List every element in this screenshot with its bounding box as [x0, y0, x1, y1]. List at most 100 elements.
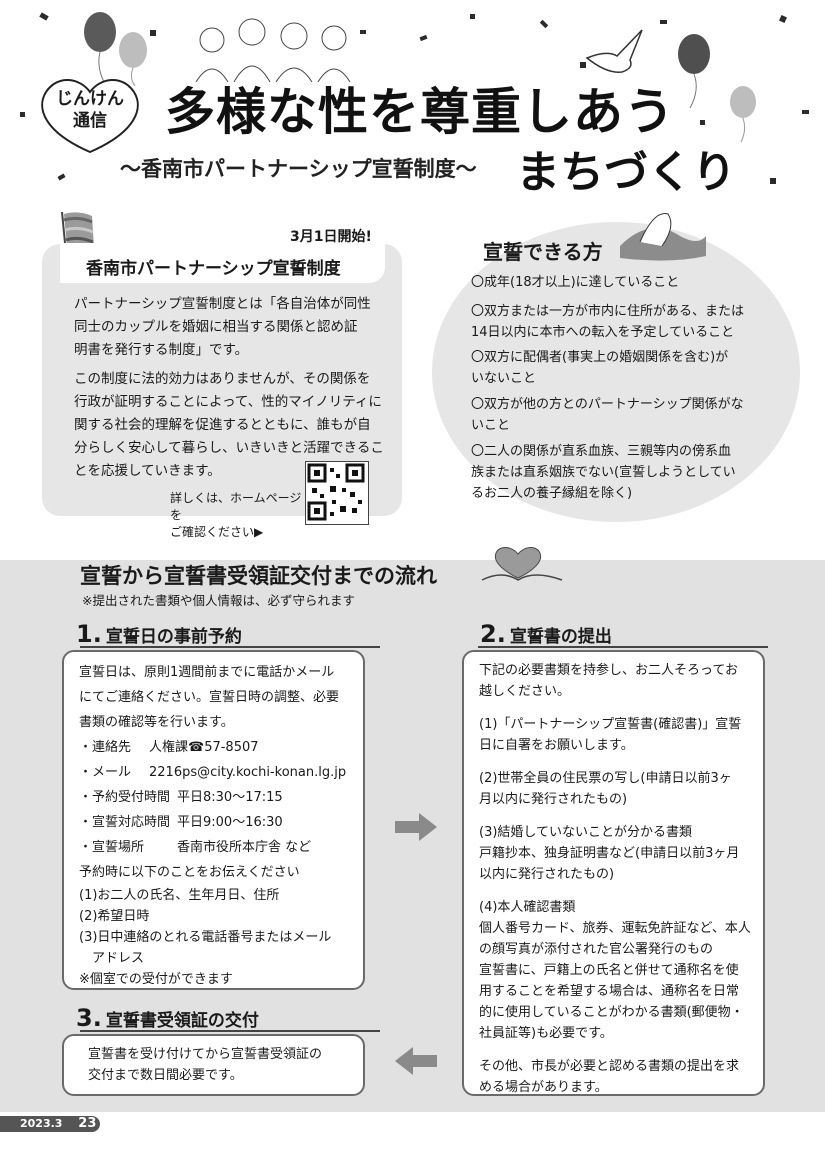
text-line: ※個室での受付ができます — [79, 972, 233, 987]
eligibility-item: 〇二人の関係が直系血族、三親等内の傍系血 族または直系姻族でない(宣誓しようとし… — [471, 441, 761, 504]
eligibility-item: 〇双方に配偶者(事実上の婚姻関係を含む)が いないこと — [471, 347, 761, 389]
text-line: の顔写真が添付された官公署発行のもの — [479, 942, 714, 957]
text-line: (3)結婚していないことが分かる書類 — [479, 825, 693, 840]
heart-hands-icon — [481, 546, 563, 581]
detail-row: ・予約受付時間平日8:30〜17:15 — [79, 785, 359, 810]
step2-box: 下記の必要書類を持参し、お二人そろってお 越しください。 (1)「パートナーシッ… — [462, 650, 765, 1096]
page-footer-tab — [0, 1116, 100, 1132]
divider — [478, 646, 768, 648]
text-line: 明書を発行する制度」です。 — [74, 342, 249, 358]
step-number: 1. — [76, 620, 102, 648]
text-line: 関する社会的理解を促進するとともに、誰もが自 — [74, 417, 371, 433]
step3-heading: 3.宣誓書受領証の交付 — [76, 1004, 259, 1032]
system-paragraph-2: この制度に法的効力はありませんが、その関係を 行政が証明することによって、性的マ… — [74, 368, 390, 483]
email-link[interactable]: 2216ps@city.kochi-konan.lg.jp — [149, 765, 347, 780]
text-line: 個人番号カード、旅券、運転免許証など、本人 — [479, 921, 751, 936]
step1-heading: 1.宣誓日の事前予約 — [76, 620, 242, 648]
page-title: 多様な性を尊重しあう — [165, 83, 675, 141]
text-line: 同士のカップルを婚姻に相当する関係と認め証 — [74, 319, 358, 335]
text-line: 以内に発行されたもの) — [479, 867, 615, 882]
detail-label: ・宣誓場所 — [79, 840, 145, 855]
text-line: 14日以内に本市への転入を予定していること — [471, 325, 735, 340]
open-date-label: 3月1日開始! — [290, 229, 372, 245]
detail-label: ・宣誓対応時間 — [79, 815, 171, 830]
detail-label: ・連絡先 — [79, 740, 132, 755]
step1-box: 宣誓日は、原則1週間前までに電話かメール にてご連絡ください。宣誓日時の調整、必… — [62, 650, 365, 990]
text-line: 戸籍抄本、独身証明書など(申請日以前3ヶ月 — [479, 846, 740, 861]
step-title: 宣誓書受領証の交付 — [105, 1011, 259, 1031]
balloon-icon — [730, 86, 756, 143]
flow-note: ※提出された書類や個人情報は、必ず守られます — [82, 593, 355, 608]
qr-code[interactable] — [305, 461, 369, 525]
text-line: 越しください。 — [479, 684, 571, 699]
eligibility-item: 〇双方または一方が市内に住所がある、または 14日以内に本市への転入を予定してい… — [471, 301, 761, 343]
detail-value: 平日8:30〜17:15 — [177, 790, 283, 805]
text-line: (3)日中連絡のとれる電話番号またはメール — [79, 930, 332, 945]
text-line: 〇双方が他の方とのパートナーシップ関係がな — [471, 397, 744, 412]
eligibility-title: 宣誓できる方 — [483, 240, 603, 264]
system-heading: 香南市パートナーシップ宣誓制度 — [86, 259, 341, 279]
text-line: 〇成年(18才以上)に達していること — [471, 275, 680, 290]
text-line: 交付まで数日間必要です。 — [88, 1068, 243, 1083]
eligibility-item: 〇成年(18才以上)に達していること — [471, 272, 761, 293]
dove-icon — [585, 29, 643, 73]
detail-value: 平日9:00〜16:30 — [177, 815, 283, 830]
detail-row: ・連絡先人権課☎57-8507 — [79, 735, 359, 760]
arrow-left-icon — [395, 1047, 437, 1075]
text-line: るお二人の養子縁組を除く) — [471, 486, 633, 501]
eligibility-panel — [432, 222, 800, 522]
people-illustration — [195, 18, 351, 82]
qr-note: 詳しくは、ホームページを ご確認ください▶ — [170, 490, 310, 541]
text-line: この制度に法的効力はありませんが、その関係を — [74, 371, 371, 387]
step3-box: 宣誓書を受け付けてから宣誓書受領証の 交付まで数日間必要です。 — [62, 1034, 365, 1096]
step-title: 宣誓書の提出 — [509, 627, 612, 647]
page-subtitle: 〜香南市パートナーシップ宣誓制度〜 — [120, 157, 477, 181]
page-footer: 2023.3 23 — [20, 1116, 96, 1132]
text-line: 日に自署をお願いします。 — [479, 738, 634, 753]
arrow-right-icon — [395, 813, 437, 841]
text-line: (1)お二人の氏名、生年月日、住所 — [79, 888, 280, 903]
text-line: その他、市長が必要と認める書類の提出を求 — [479, 1059, 740, 1074]
issue-date: 2023.3 — [20, 1117, 63, 1130]
detail-value: 香南市役所本庁舎 など — [177, 840, 312, 855]
badge-line-1: じんけん — [56, 89, 124, 109]
text-line: 〇双方に配偶者(事実上の婚姻関係を含む)が — [471, 350, 729, 365]
step-number: 2. — [480, 620, 506, 648]
text-line: いないこと — [471, 371, 537, 386]
text-line: 宣誓書を受け付けてから宣誓書受領証の — [88, 1047, 323, 1062]
step-number: 3. — [76, 1004, 102, 1032]
text-line: (4)本人確認書類 — [479, 900, 576, 915]
text-line: (2)希望日時 — [79, 909, 150, 924]
text-line: (1)「パートナーシップ宣誓書(確認書)」宣誓 — [479, 717, 742, 732]
detail-label: ・予約受付時間 — [79, 790, 171, 805]
divider — [80, 1030, 380, 1032]
balloon-icon — [119, 32, 147, 87]
flow-title: 宣誓から宣誓書受領証交付までの流れ — [80, 564, 437, 588]
text-line: 社員証等)も必要です。 — [479, 1026, 613, 1041]
page-number: 23 — [78, 1116, 97, 1131]
text-line: ご確認ください▶ — [170, 525, 264, 539]
text-line: 〇二人の関係が直系血族、三親等内の傍系血 — [471, 444, 732, 459]
text-line: める場合があります。 — [479, 1080, 608, 1095]
text-line: 下記の必要書類を持参し、お二人そろってお — [479, 663, 738, 678]
detail-label: ・メール — [79, 765, 132, 780]
text-line: パートナーシップ宣誓制度とは「各自治体が同性 — [74, 296, 371, 312]
detail-row: ・宣誓対応時間平日9:00〜16:30 — [79, 810, 359, 835]
text-line: 用することを希望する場合は、通称名を日常 — [479, 984, 740, 999]
jinken-badge: じんけん 通信 — [34, 70, 146, 158]
detail-row: ・メール 2216ps@city.kochi-konan.lg.jp — [79, 760, 359, 785]
text-line: 分らしく安心して暮らし、いきいきと活躍できるこ — [74, 440, 384, 456]
system-heading-box — [60, 243, 385, 283]
text-line: にてご連絡ください。宣誓日時の調整、必要 — [79, 690, 340, 705]
text-line: 族または直系姻族でない(宣誓しようとしてい — [471, 465, 736, 480]
holding-hands-icon — [620, 213, 706, 261]
step2-heading: 2.宣誓書の提出 — [480, 620, 612, 648]
detail-row: ・宣誓場所 香南市役所本庁舎 など — [79, 835, 359, 860]
text-line: 行政が証明することによって、性的マイノリティに — [74, 394, 382, 410]
text-line: いこと — [471, 418, 511, 433]
text-line: 的に使用していることがわかる書類(郵便物・ — [479, 1005, 744, 1020]
text-line: 書類の確認等を行います。 — [79, 715, 234, 730]
text-line: 月以内に発行されたもの) — [479, 792, 628, 807]
text-line: 宣誓書に、戸籍上の氏名と併せて通称名を使 — [479, 963, 739, 978]
balloon-icon — [678, 34, 710, 109]
